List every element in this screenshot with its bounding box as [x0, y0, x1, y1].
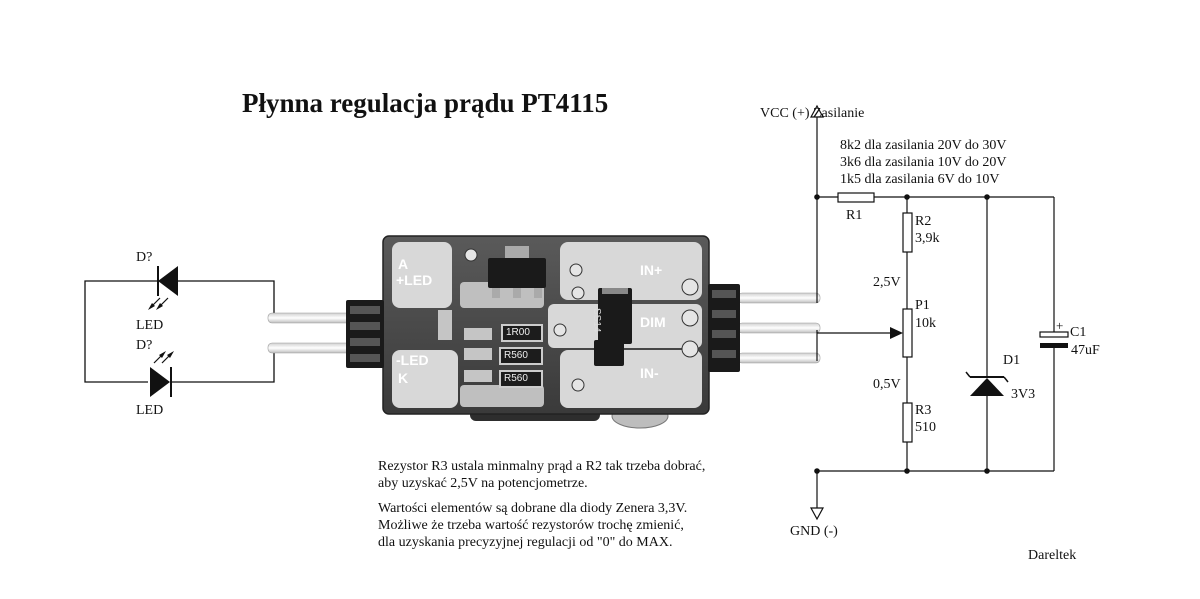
led-wire-bottom-right [172, 350, 275, 383]
author-label: Dareltek [1028, 548, 1077, 563]
led-top-label: LED [136, 318, 164, 333]
d1-symbol [965, 371, 1009, 396]
pcb-pad-minus-led: -LED [396, 352, 429, 368]
r2-value: 3,9k [915, 231, 940, 246]
r2-symbol [902, 212, 913, 253]
r3-name: R3 [915, 403, 932, 418]
c1-name: C1 [1070, 325, 1087, 340]
pcb-resistor-1: 1R00 [506, 327, 530, 338]
p1-symbol [902, 308, 913, 358]
note-2-line-2: Możliwe że trzeba wartość rezystorów tro… [378, 518, 684, 533]
d1-name: D1 [1003, 353, 1021, 368]
note-2-line-3: dla uzyskania precyzyjnej regulacji od "… [378, 535, 673, 550]
pcb-pad-in-plus: IN+ [640, 262, 663, 278]
pcb-diode-label: SS14 [591, 308, 602, 333]
r1-label: R1 [846, 208, 863, 223]
r3-symbol [902, 402, 913, 443]
led-wire-left [84, 280, 162, 383]
c1-value: 47uF [1071, 343, 1100, 358]
pcb-pad-k: K [398, 370, 409, 386]
diagram-title: Płynna regulacja prądu PT4115 [242, 88, 609, 118]
led-wire-top-right [178, 280, 275, 320]
gnd-arrow [809, 507, 825, 521]
note-1-line-1: Rezystor R3 ustala minmalny prąd a R2 ta… [378, 459, 706, 474]
note-1-line-2: aby uzyskać 2,5V na potencjometrze. [378, 476, 588, 491]
gnd-label: GND (-) [790, 524, 838, 539]
pcb-pad-plus-led: +LED [396, 272, 433, 288]
pcb-pad-dim: DIM [640, 314, 666, 330]
r1-option-2: 3k6 dla zasilania 10V do 20V [840, 155, 1007, 170]
r1-option-1: 8k2 dla zasilania 20V do 30V [840, 138, 1007, 153]
pcb-pad-in-minus: IN- [640, 365, 659, 381]
voltage-bottom-label: 0,5V [873, 377, 901, 392]
voltage-top-label: 2,5V [873, 275, 901, 290]
led-bottom-designator: D? [136, 338, 153, 353]
led-bottom-symbol [150, 351, 174, 397]
vcc-arrow [809, 104, 825, 118]
r1-option-3: 1k5 dla zasilania 6V do 10V [840, 172, 1000, 187]
led-top-symbol [148, 266, 178, 310]
led-circuit [84, 280, 275, 383]
p1-wiper-arrow [890, 327, 903, 339]
pcb-module [267, 235, 821, 429]
note-2-line-1: Wartości elementów są dobrane dla diody … [378, 501, 688, 516]
r1-symbol [837, 192, 875, 203]
pcb-resistor-3: R560 [504, 373, 528, 384]
led-bottom-label: LED [136, 403, 164, 418]
led-top-designator: D? [136, 250, 153, 265]
p1-value: 10k [915, 316, 936, 331]
junction-dots [814, 194, 990, 474]
p1-name: P1 [915, 298, 930, 313]
r2-name: R2 [915, 214, 932, 229]
d1-value: 3V3 [1011, 387, 1036, 402]
c1-polarity: + [1056, 318, 1064, 333]
pcb-pad-a: A [398, 256, 409, 272]
pcb-resistor-2: R560 [504, 350, 528, 361]
c1-symbol [1039, 331, 1069, 348]
r3-value: 510 [915, 420, 936, 435]
vcc-label: VCC (+) Zasilanie [760, 106, 865, 121]
